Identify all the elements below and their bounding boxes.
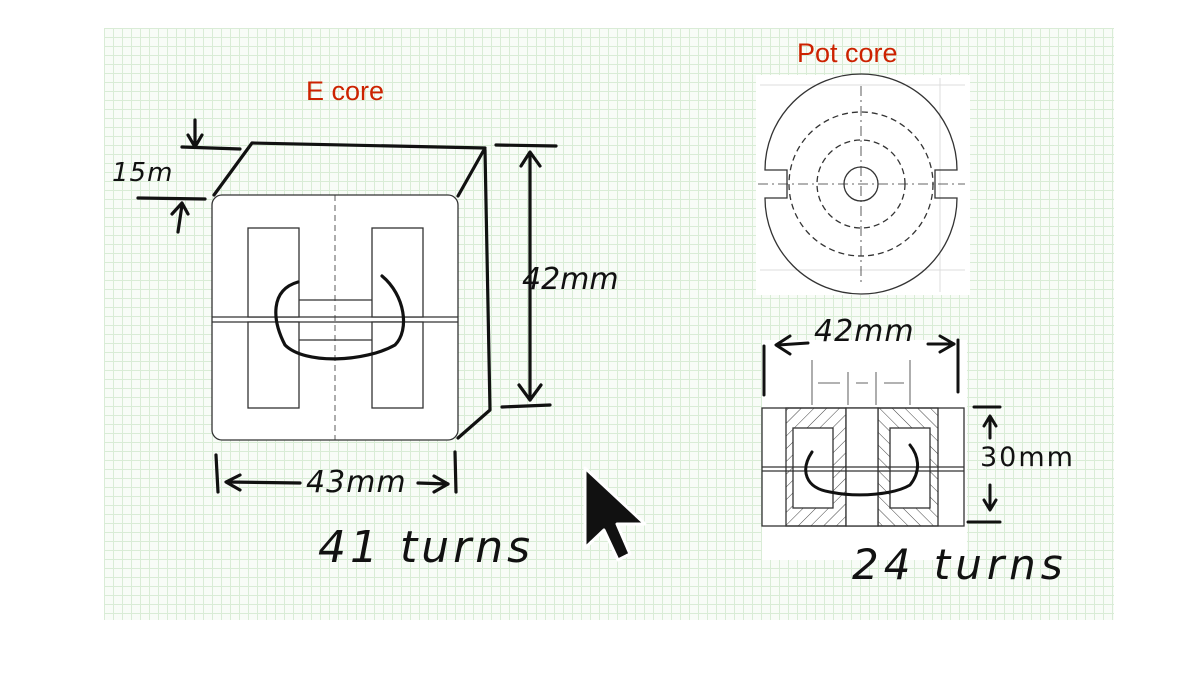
pot-core-section-view: [761, 340, 967, 560]
pot-core-annotations: [762, 334, 1002, 524]
e-core-title: E core: [306, 76, 385, 106]
pot-core-width-label: 42mm: [814, 314, 915, 349]
e-core-height-label: 42mm: [522, 262, 619, 297]
e-core-width-label: 43mm: [306, 465, 407, 500]
pot-core-top-view: [756, 73, 970, 295]
mouse-pointer-icon: [583, 466, 647, 562]
pot-core-turns-label: 24 turns: [852, 540, 1068, 589]
e-core-drawing: [211, 194, 459, 441]
e-core-turns-label: 41 turns: [318, 522, 535, 573]
e-core-depth-label: 15m: [112, 158, 174, 188]
pot-core-title: Pot core: [797, 38, 898, 68]
e-core-annotations: [136, 118, 558, 494]
pot-core-height-label: 30mm: [980, 442, 1075, 473]
